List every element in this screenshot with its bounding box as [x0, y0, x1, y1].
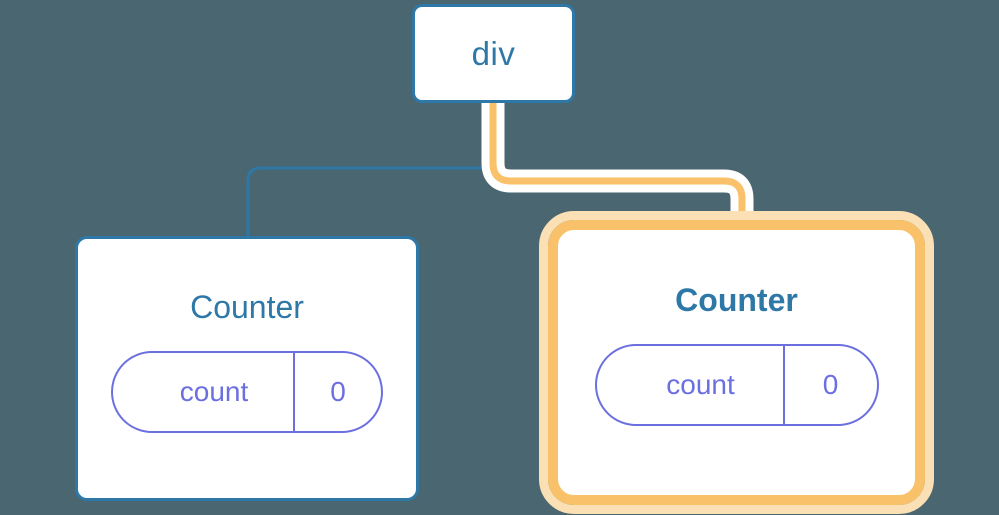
node-div[interactable]: div: [412, 4, 575, 103]
edge-div-to-counter-right-casing: [481, 103, 754, 231]
node-counter-left[interactable]: Counter count 0: [75, 236, 419, 501]
edge-div-to-counter-right: [489, 103, 746, 231]
node-div-label: div: [471, 35, 516, 72]
state-key-left: count: [179, 375, 249, 407]
node-counter-right-label: Counter: [675, 281, 798, 318]
node-counter-right[interactable]: Counter count 0: [539, 211, 934, 514]
state-value-right: 0: [782, 345, 877, 424]
state-value-left: 0: [293, 352, 381, 431]
node-counter-left-label: Counter: [190, 288, 304, 325]
state-key-right: count: [666, 368, 735, 400]
state-capsule-left: count 0: [111, 350, 383, 433]
edge-div-to-counter-left: [246, 101, 495, 238]
state-capsule-right: count 0: [594, 343, 879, 426]
